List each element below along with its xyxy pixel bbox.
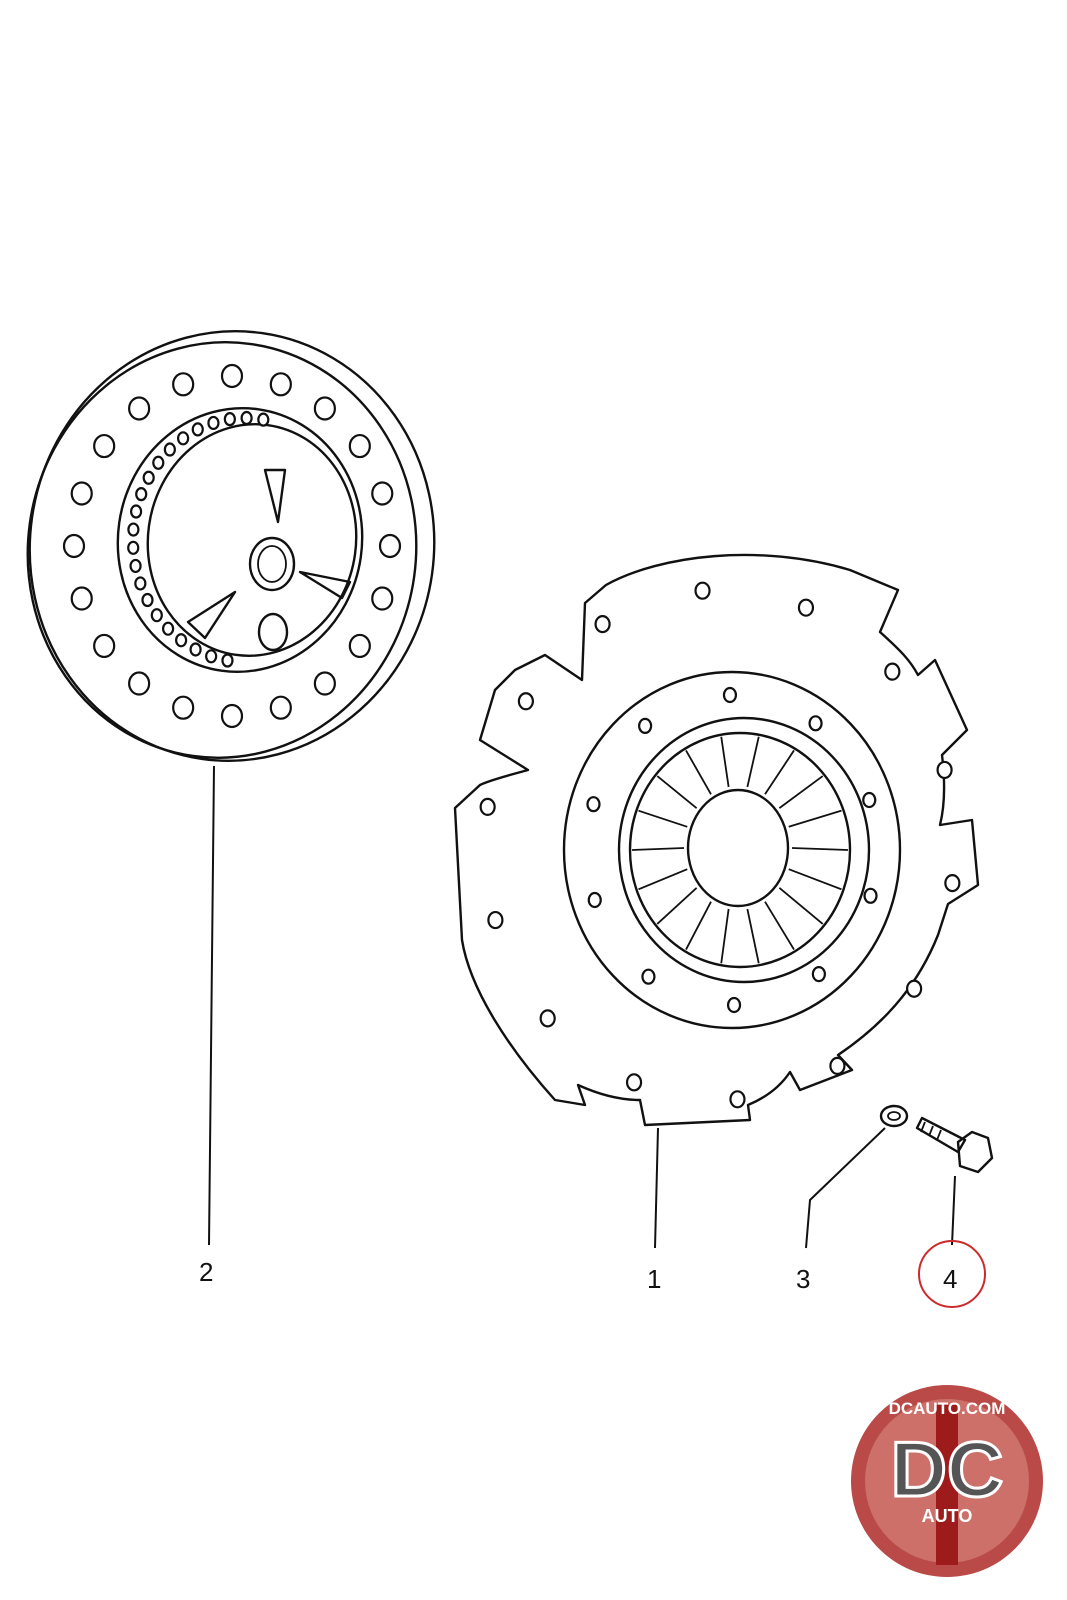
- hub-rivet: [150, 608, 163, 623]
- spring-finger: [656, 775, 698, 809]
- flange-hole: [487, 910, 504, 930]
- logo-sub-text: AUTO: [922, 1506, 973, 1526]
- disc-rivet: [70, 481, 93, 506]
- hub-rivet: [221, 653, 234, 668]
- spring-finger: [764, 901, 795, 951]
- spring-finger: [778, 775, 824, 809]
- hub-rivet: [127, 522, 140, 537]
- disc-rivet: [172, 372, 195, 397]
- plate-hole: [863, 887, 878, 904]
- disc-rivet: [313, 396, 336, 421]
- hub-rivet: [223, 412, 236, 427]
- hub-rivet: [129, 504, 143, 519]
- hub-rivet: [152, 455, 165, 470]
- spring-finger: [720, 908, 730, 964]
- spring-finger: [746, 908, 760, 964]
- callout-3: 3: [796, 1264, 810, 1294]
- hub-rivet: [175, 633, 188, 648]
- spring-finger: [631, 847, 685, 851]
- hub-rivet: [135, 487, 148, 502]
- flange-hole: [539, 1009, 556, 1028]
- flange-hole: [594, 615, 611, 634]
- disc-rivet: [220, 363, 244, 389]
- flange-hole: [797, 598, 815, 617]
- flange-hole: [625, 1073, 643, 1092]
- flange-hole: [944, 874, 961, 893]
- disc-rivet: [93, 633, 116, 659]
- disc-rivet: [172, 695, 195, 720]
- flange-hole: [517, 692, 534, 711]
- spring-finger: [791, 847, 849, 851]
- flange-hole: [906, 979, 923, 998]
- hub-rivet: [189, 642, 202, 657]
- plate-hole: [862, 791, 877, 809]
- hub-rivet: [134, 576, 147, 591]
- disc-rivet: [269, 372, 292, 397]
- flange-hole: [936, 760, 953, 780]
- spring-finger: [778, 887, 824, 925]
- spring-finger: [788, 868, 842, 891]
- disc-rivet: [220, 703, 244, 729]
- flange-hole: [829, 1056, 846, 1075]
- disc-rivet: [371, 586, 394, 611]
- spring-finger: [638, 868, 688, 891]
- disc-rivet: [348, 433, 371, 459]
- disc-rivet: [371, 481, 394, 506]
- hub-rivet: [129, 558, 142, 574]
- disc-rivet: [70, 586, 93, 611]
- hub-rivet: [177, 431, 190, 446]
- disc-rivet: [313, 671, 336, 696]
- hub-rivet: [207, 415, 220, 431]
- plate-hole: [808, 715, 823, 732]
- pressure-plate-drawing: [453, 553, 980, 1249]
- disc-rivet: [269, 695, 292, 720]
- dcauto-logo: DCAUTO.COM DC AUTO: [851, 1385, 1043, 1577]
- disc-rivet: [62, 533, 86, 559]
- disc-rivet: [378, 533, 402, 559]
- disc-rivet: [348, 633, 371, 659]
- callout-1: 1: [647, 1264, 661, 1294]
- spring-finger: [764, 749, 795, 795]
- disc-rivet: [128, 671, 151, 696]
- plate-hole: [811, 965, 826, 983]
- hub-rivet: [163, 442, 176, 457]
- plate-hole: [587, 891, 602, 909]
- hub-rivet: [191, 422, 204, 437]
- plate-hole: [722, 686, 738, 704]
- plate-hole: [586, 796, 601, 813]
- spring-finger: [656, 887, 698, 925]
- flange-hole: [479, 797, 496, 816]
- hub-rivet: [142, 470, 155, 485]
- plate-hole: [641, 968, 656, 985]
- spring-finger: [685, 901, 712, 951]
- disc-rivet: [93, 433, 116, 459]
- hub-rivet: [127, 540, 140, 555]
- spring-finger: [746, 736, 760, 788]
- callout-2: 2: [199, 1257, 213, 1287]
- bolt-drawing: [915, 1116, 994, 1246]
- flange-hole: [729, 1090, 746, 1109]
- hub-rivet: [205, 649, 218, 664]
- hub-rivet: [240, 410, 253, 426]
- logo-monogram: DC: [891, 1425, 1004, 1513]
- clutch-disc-drawing: [26, 330, 436, 1246]
- plate-hole: [726, 996, 742, 1014]
- plate-hole: [638, 717, 653, 735]
- callout-4-highlight-ring: [918, 1240, 986, 1308]
- callout-4: 4: [943, 1264, 957, 1294]
- spring-finger: [720, 736, 730, 788]
- flange-hole: [694, 581, 711, 600]
- hub-rivet: [141, 592, 154, 608]
- spring-finger: [685, 749, 712, 795]
- hub-rivet: [257, 412, 270, 427]
- washer-drawing: [805, 1104, 909, 1249]
- logo-top-text: DCAUTO.COM: [889, 1399, 1006, 1418]
- spring-finger: [788, 809, 842, 828]
- disc-rivet: [128, 396, 151, 421]
- flange-hole: [884, 662, 901, 681]
- spring-finger: [638, 809, 688, 828]
- hub-rivet: [161, 621, 175, 636]
